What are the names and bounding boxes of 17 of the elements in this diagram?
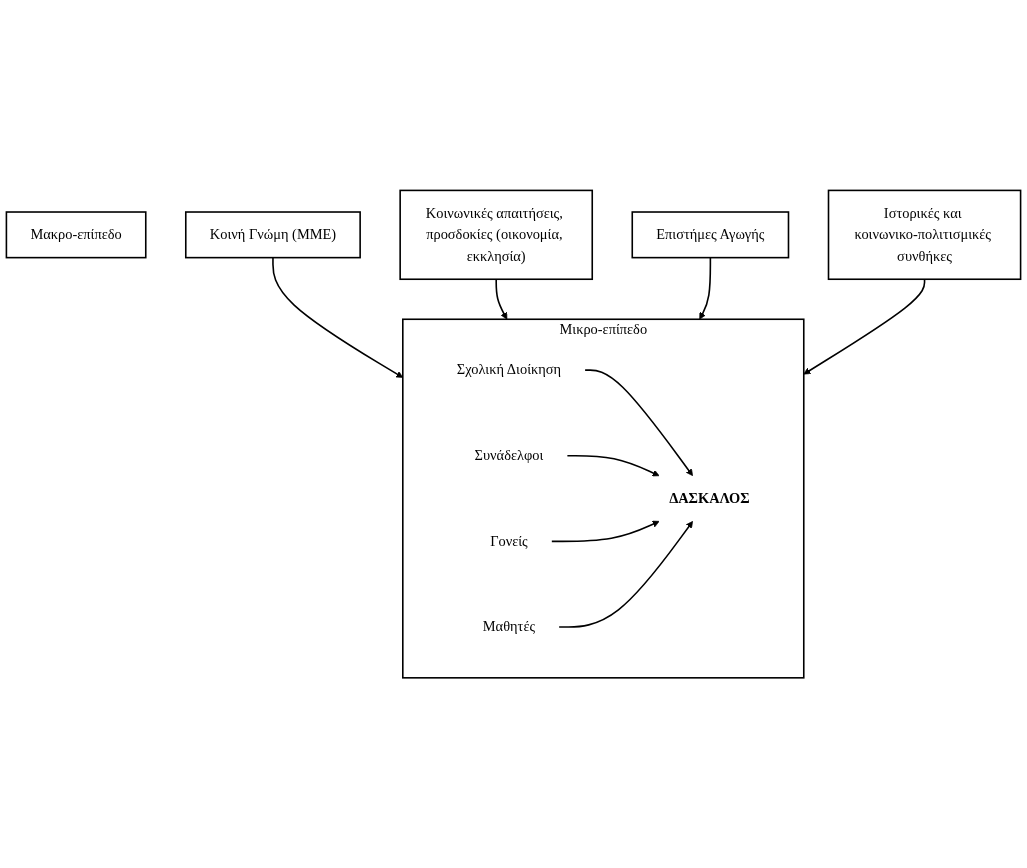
node-text: Μαθητές: [482, 618, 536, 635]
arrow: [551, 520, 660, 543]
arrow: [584, 369, 693, 476]
node-box: Κοινωνικές απαιτήσεις, προσδοκίες (οικονομία, εκκλησία): [399, 189, 594, 280]
arrow: [803, 278, 926, 375]
node-text: ΔΑΣΚΑΛΟΣ: [669, 490, 750, 507]
arrow: [699, 256, 712, 320]
arrow: [558, 520, 693, 628]
node-box: Μακρο-επίπεδο: [5, 211, 147, 259]
arrow: [495, 278, 508, 320]
node-text: Γονείς: [490, 532, 528, 549]
arrow: [566, 454, 660, 477]
node-box: Ιστορικές και κοινωνικο-πολιτισμικές συνθήκες: [827, 189, 1022, 280]
node-text: Συνάδελφοι: [474, 447, 544, 464]
node-box: Κοινή Γνώμη (ΜΜΕ): [185, 211, 361, 259]
node-text: Σχολική Διοίκηση: [456, 361, 562, 378]
node-box: Επιστήμες Αγωγής: [631, 211, 790, 259]
